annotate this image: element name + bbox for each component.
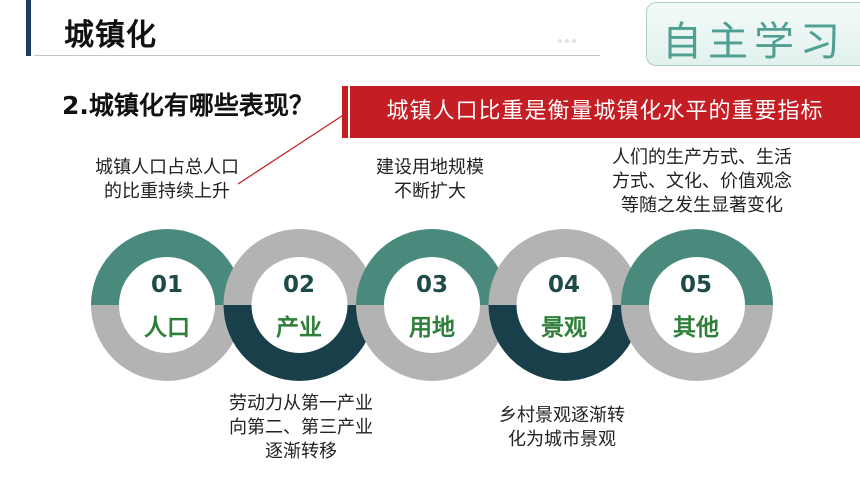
desc-1-line-2: 的比重持续上升: [104, 181, 230, 202]
desc-2-line-3: 逐渐转移: [265, 441, 337, 462]
item-2-number: 02: [282, 272, 315, 298]
desc-5: 人们的生产方式、生活 方式、文化、价值观念 等随之发生显著变化: [582, 146, 822, 218]
ring-1-top-arc: [91, 229, 243, 306]
desc-5-line-1: 人们的生产方式、生活: [612, 147, 792, 168]
desc-1: 城镇人口占总人口 的比重持续上升: [60, 156, 274, 204]
item-4-label: 景观: [541, 315, 587, 341]
title-dots: 。。。: [558, 34, 584, 45]
ring-5-bottom-arc: [621, 304, 773, 381]
callout-box: 城镇人口比重是衡量城镇化水平的重要指标: [350, 86, 860, 138]
desc-1-line-1: 城镇人口占总人口: [95, 157, 239, 178]
desc-2-line-2: 向第二、第三产业: [229, 417, 373, 438]
desc-4-line-1: 乡村景观逐渐转: [499, 405, 625, 426]
desc-5-line-2: 方式、文化、价值观念: [612, 171, 792, 192]
desc-4: 乡村景观逐渐转 化为城市景观: [462, 404, 662, 452]
ring-5-top-arc: [621, 229, 773, 306]
ring-1-bottom-arc: [91, 304, 243, 381]
callout-pointer-line: [237, 111, 349, 185]
callout-edge: [342, 86, 348, 138]
item-1-number: 01: [150, 272, 183, 298]
ring-4-top-arc: [488, 229, 641, 306]
item-5-number: 05: [679, 272, 712, 298]
item-2-label: 产业: [276, 315, 322, 341]
desc-3-line-1: 建设用地规模: [376, 157, 484, 178]
item-4-number: 04: [547, 272, 580, 298]
item-3-label: 用地: [409, 315, 455, 341]
ring-3-bottom-arc: [356, 304, 508, 381]
desc-4-line-2: 化为城市景观: [508, 429, 616, 450]
item-1-label: 人口: [144, 315, 190, 341]
title-underline: [34, 55, 600, 56]
question-heading: 2.城镇化有哪些表现？: [62, 91, 314, 120]
ring-2-bottom-arc: [223, 304, 376, 381]
ring-2-top-arc: [223, 229, 376, 306]
ring-3-top-arc: [356, 229, 508, 306]
desc-5-line-3: 等随之发生显著变化: [621, 195, 783, 216]
item-5-label: 其他: [673, 315, 719, 341]
ring-4-bottom-arc: [488, 304, 641, 381]
desc-2-line-1: 劳动力从第一产业: [229, 393, 373, 414]
item-3-number: 03: [415, 272, 448, 298]
title-accent-bar: [26, 0, 31, 56]
badge-label: 自主学习: [662, 19, 846, 65]
page-title: 城镇化: [64, 18, 157, 53]
desc-3: 建设用地规模 不断扩大: [330, 156, 530, 204]
desc-3-line-2: 不断扩大: [394, 181, 466, 202]
self-study-badge: 自主学习: [646, 2, 860, 66]
desc-2: 劳动力从第一产业 向第二、第三产业 逐渐转移: [194, 392, 408, 464]
